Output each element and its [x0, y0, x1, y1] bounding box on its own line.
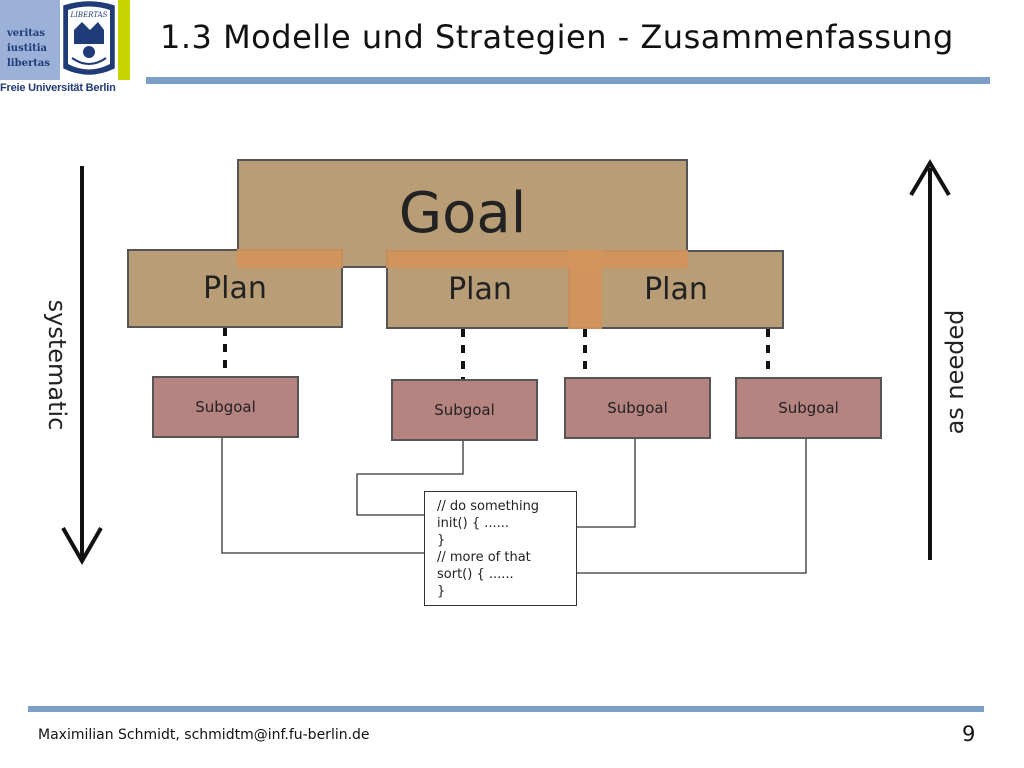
goal-plan-overlap: [237, 249, 343, 268]
slide-title: 1.3 Modelle und Strategien - Zusammenfas…: [160, 18, 954, 56]
logo-motto-panel: veritas iustitia libertas: [0, 0, 60, 80]
as-needed-label: as needed: [941, 309, 969, 435]
subgoal-box: Subgoal: [391, 379, 538, 441]
code-line: init() { ......: [437, 516, 510, 531]
up-arrow-icon: [909, 159, 951, 560]
subgoal-code-links: [221, 438, 807, 574]
subgoal-box: Subgoal: [152, 376, 299, 438]
plan-label: Plan: [448, 272, 512, 307]
goal-label: Goal: [398, 181, 527, 246]
plan-plan-overlap: [568, 250, 602, 329]
code-line: }: [437, 533, 446, 548]
motto-line: veritas: [7, 28, 45, 39]
seal-icon: LIBERTAS: [60, 0, 118, 80]
motto-line: iustitia: [7, 43, 48, 54]
code-line: sort() { ......: [437, 567, 514, 582]
subgoal-label: Subgoal: [434, 401, 495, 419]
subgoal-label: Subgoal: [607, 399, 668, 417]
subgoal-label: Subgoal: [195, 398, 256, 416]
title-divider: [146, 77, 990, 84]
slide-number: 9: [962, 722, 976, 746]
footer-author: Maximilian Schmidt, schmidtm@inf.fu-berl…: [38, 727, 370, 743]
code-line: // do something: [437, 499, 540, 514]
code-line: // more of that: [437, 550, 531, 565]
code-line: }: [437, 584, 446, 599]
down-arrow-icon: [61, 166, 103, 566]
subgoal-label: Subgoal: [778, 399, 839, 417]
plan-subgoal-connectors: [223, 328, 770, 379]
systematic-label: systematic: [43, 299, 71, 431]
svg-text:LIBERTAS: LIBERTAS: [70, 11, 108, 19]
plan-label: Plan: [644, 272, 708, 307]
university-logo: veritas iustitia libertas LIBERTAS Freie…: [0, 0, 130, 100]
goal-plan-overlap: [386, 250, 688, 268]
code-snippet-box: // do something init() { ...... } // mor…: [424, 491, 577, 606]
subgoal-box: Subgoal: [735, 377, 882, 439]
footer-divider: [28, 706, 984, 712]
subgoal-box: Subgoal: [564, 377, 711, 439]
university-name: Freie Universität Berlin: [0, 82, 116, 94]
motto-line: libertas: [7, 58, 50, 69]
plan-label: Plan: [203, 271, 267, 306]
logo-motto: veritas iustitia libertas: [7, 26, 50, 71]
logo-green-bar: [118, 0, 130, 80]
